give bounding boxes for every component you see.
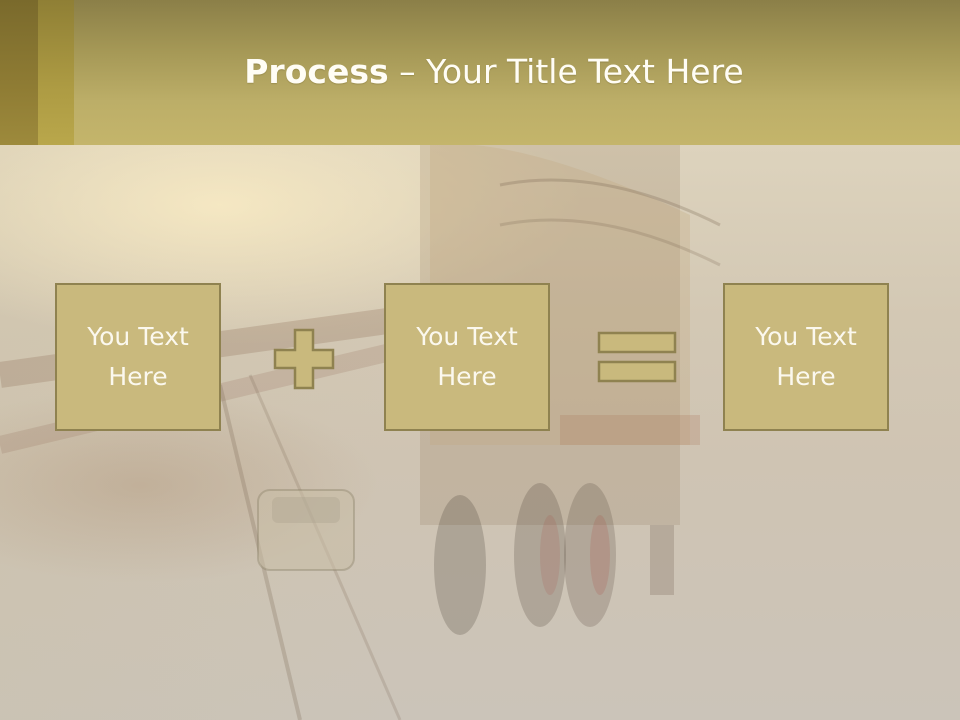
equals-icon [597,331,677,383]
process-box-2-label: You Text Here [416,322,518,391]
process-box-3[interactable]: You Text Here [723,283,889,431]
background-photo [0,145,960,720]
accent-stripe-gold [38,0,74,145]
accent-stripe-dark [0,0,38,145]
process-box-1-label: You Text Here [87,322,189,391]
title-bar: Process – Your Title Text Here [0,0,960,145]
process-box-1[interactable]: You Text Here [55,283,221,431]
truck-highway-illustration [0,145,721,720]
title-rest-part: – Your Title Text Here [388,52,744,91]
plus-icon [273,328,335,390]
process-box-2[interactable]: You Text Here [384,283,550,431]
slide-title[interactable]: Process – Your Title Text Here [74,52,914,91]
process-box-3-label: You Text Here [755,322,857,391]
title-bold-part: Process [244,52,389,91]
